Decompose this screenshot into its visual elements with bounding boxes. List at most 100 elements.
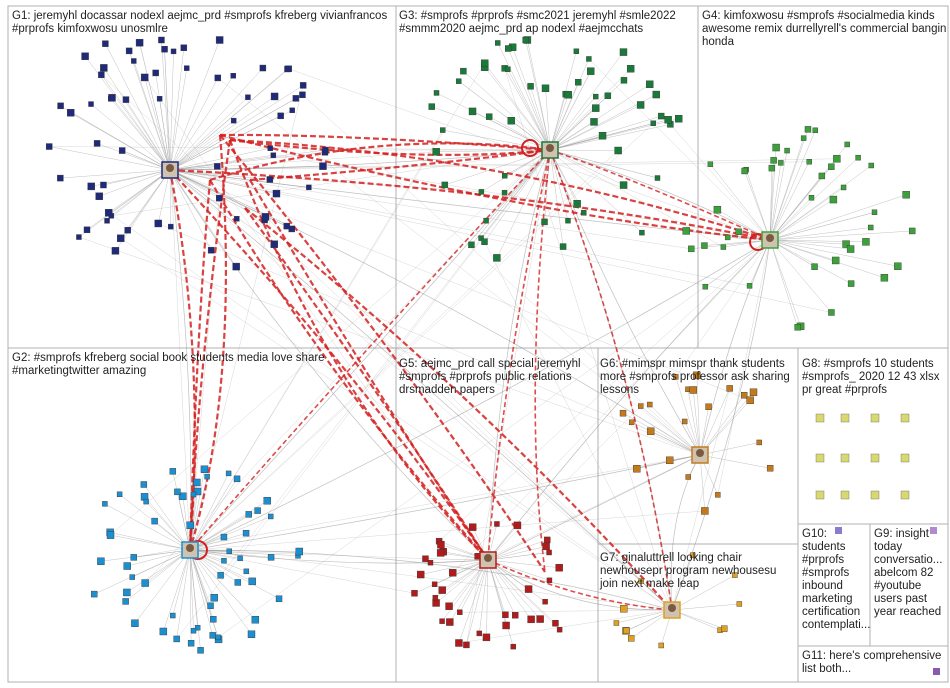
group-label-g11: G11: here's comprehensive list both...: [802, 650, 945, 675]
node: [83, 226, 91, 234]
node: [556, 626, 563, 633]
edge: [549, 84, 650, 151]
node: [527, 83, 534, 90]
edge: [549, 51, 577, 151]
node: [243, 568, 250, 575]
node: [234, 216, 240, 222]
node: [628, 635, 635, 642]
node: [542, 598, 548, 605]
node: [665, 456, 674, 465]
node: [131, 58, 137, 64]
group-label-g5: G5: aejmc_prd call special jeremyhl #smp…: [399, 358, 584, 396]
node: [592, 104, 600, 112]
node: [200, 465, 209, 473]
edge: [220, 149, 551, 576]
node: [220, 533, 228, 541]
edge: [769, 199, 834, 241]
edge: [169, 68, 289, 171]
node: [306, 184, 312, 191]
red-edge: [219, 133, 771, 242]
node: [593, 93, 599, 100]
node: [598, 132, 607, 140]
node: [705, 403, 712, 410]
red-edge: [244, 207, 673, 611]
node: [455, 639, 463, 647]
node: [688, 245, 695, 253]
edge: [169, 68, 187, 171]
node-g11: [933, 668, 940, 675]
edge: [484, 149, 551, 242]
node: [295, 547, 304, 556]
edge: [139, 42, 171, 171]
edge: [189, 549, 489, 564]
node: [842, 240, 850, 248]
edge: [169, 39, 220, 171]
edge: [169, 169, 192, 551]
node: [689, 552, 696, 558]
node: [428, 103, 435, 110]
node-g8: [900, 490, 910, 500]
node: [740, 392, 748, 399]
group-label-g1: G1: jeremyhl docassar nodexl aejmc_prd #…: [12, 10, 391, 35]
red-edge: [487, 149, 551, 561]
node: [129, 574, 135, 580]
edge: [434, 454, 701, 585]
node-g8: [870, 453, 880, 463]
node: [766, 465, 774, 472]
node: [100, 64, 108, 72]
edge: [143, 484, 191, 551]
edge: [108, 169, 171, 213]
node: [646, 427, 655, 435]
node: [233, 475, 241, 483]
node: [207, 247, 215, 254]
red-edge: [244, 207, 489, 561]
node: [270, 152, 277, 158]
node: [794, 324, 801, 331]
node: [505, 45, 512, 52]
node-g8: [900, 413, 910, 423]
node: [91, 590, 98, 598]
node: [210, 616, 217, 623]
edge: [487, 559, 673, 611]
node: [868, 162, 874, 169]
node: [193, 487, 202, 496]
edge: [484, 63, 551, 151]
edge: [155, 72, 171, 171]
node: [170, 48, 177, 55]
node: [546, 577, 553, 584]
node: [422, 555, 429, 562]
node: [483, 218, 489, 224]
node: [194, 624, 201, 631]
node: [57, 174, 64, 182]
node: [116, 491, 123, 498]
node: [232, 262, 240, 271]
edge: [549, 104, 641, 151]
edge: [169, 169, 701, 456]
edge: [169, 158, 837, 171]
edge: [459, 609, 673, 613]
edge: [126, 549, 191, 593]
edge: [549, 149, 619, 151]
node: [266, 176, 274, 183]
edge: [169, 147, 271, 171]
edge: [189, 549, 673, 611]
node: [482, 633, 491, 642]
node: [502, 611, 509, 619]
node: [187, 639, 195, 647]
node: [682, 227, 690, 235]
node: [581, 210, 587, 216]
node: [689, 386, 697, 394]
edge: [99, 169, 171, 197]
edge: [120, 238, 673, 611]
node: [449, 569, 457, 577]
node: [104, 218, 110, 224]
edge: [671, 388, 730, 611]
red-edge: [228, 139, 489, 561]
edge: [504, 68, 673, 611]
edge: [172, 549, 191, 616]
edge: [169, 169, 237, 267]
edge: [189, 549, 252, 635]
node: [652, 90, 660, 99]
node: [416, 570, 425, 579]
node: [701, 507, 709, 515]
